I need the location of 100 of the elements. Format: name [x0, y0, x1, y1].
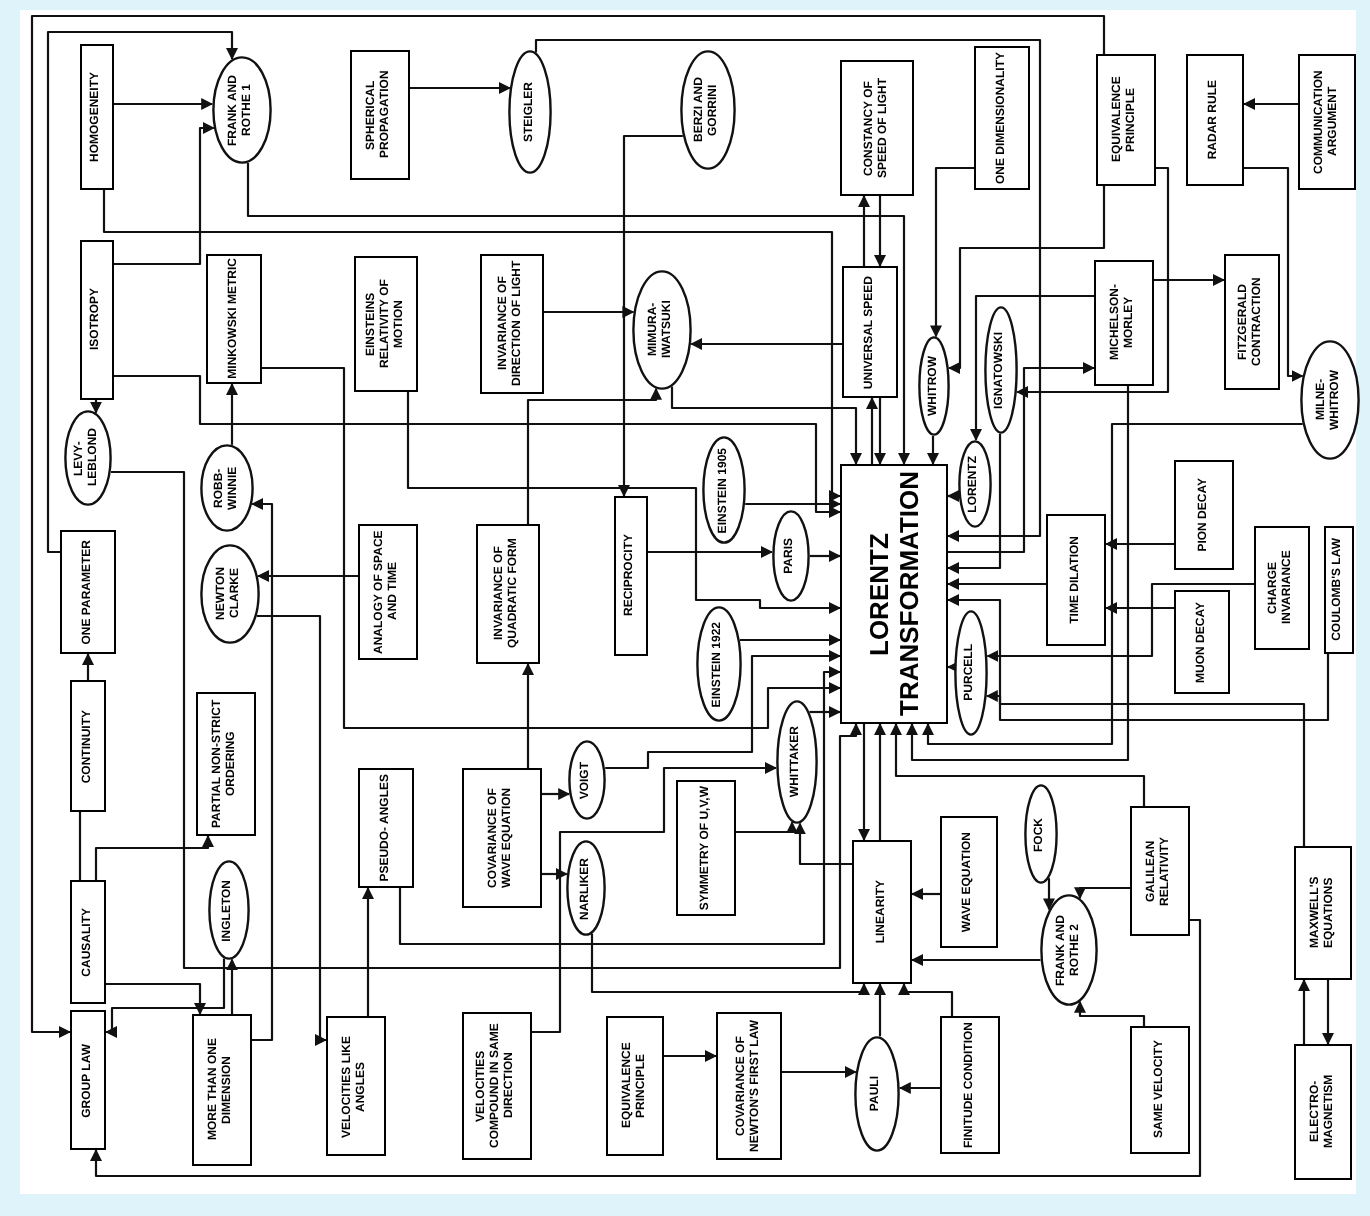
concept-box — [940, 1016, 1000, 1154]
concept-ellipse — [772, 510, 810, 602]
concept-box — [70, 880, 106, 1004]
arrow — [362, 887, 374, 1016]
concept-box — [350, 50, 410, 180]
concept-box — [1298, 54, 1356, 190]
arrow — [406, 392, 841, 614]
concept-box — [1324, 526, 1354, 654]
arrow — [810, 550, 841, 562]
arrow — [262, 366, 841, 730]
arrow — [985, 654, 1330, 722]
concept-ellipse — [1300, 340, 1360, 460]
arrow — [858, 724, 870, 841]
concept-box — [462, 768, 542, 908]
concept-box — [1046, 514, 1106, 646]
concept-box — [358, 768, 414, 888]
arrow — [947, 578, 1046, 590]
concept-ellipse — [702, 436, 746, 544]
concept-box — [480, 254, 544, 394]
arrow — [745, 498, 841, 510]
concept-ellipse — [568, 740, 606, 820]
concept-ellipse — [508, 50, 552, 174]
concept-box — [462, 1012, 532, 1160]
arrow — [874, 723, 886, 840]
concept-box — [1224, 254, 1280, 390]
arrow — [410, 82, 511, 94]
arrow — [986, 582, 1254, 662]
concept-box — [206, 254, 262, 384]
arrow — [911, 888, 940, 900]
arrow — [740, 634, 841, 646]
concept-ellipse — [566, 840, 606, 936]
arrow — [1074, 886, 1130, 900]
arrow — [1154, 274, 1225, 286]
arrow — [94, 835, 214, 880]
arrow — [105, 958, 226, 1038]
arrow — [590, 933, 870, 995]
concept-box — [476, 524, 540, 664]
arrow — [664, 1050, 717, 1062]
concept-box — [840, 60, 914, 196]
arrow — [251, 498, 274, 1042]
arrow — [648, 546, 773, 558]
arrow — [1105, 602, 1174, 614]
arrow — [1298, 979, 1310, 1044]
concept-box — [974, 46, 1030, 190]
concept-box — [354, 256, 418, 392]
concept-box — [70, 680, 106, 812]
concept-ellipse — [680, 50, 736, 170]
concept-ellipse — [200, 444, 254, 532]
concept-ellipse — [632, 270, 692, 390]
arrow — [257, 570, 358, 582]
arrow — [930, 166, 974, 338]
concept-box — [326, 1016, 386, 1156]
arrow — [106, 982, 206, 1015]
arrow — [226, 383, 238, 445]
arrow — [534, 38, 1042, 542]
arrow — [257, 614, 327, 1046]
arrow — [906, 386, 1130, 762]
arrow — [1016, 166, 1170, 398]
concept-ellipse — [200, 544, 260, 644]
arrow — [890, 723, 1146, 806]
concept-box — [676, 780, 736, 916]
arrow — [1105, 538, 1174, 550]
arrow — [526, 387, 662, 524]
concept-box — [852, 840, 912, 984]
concept-box — [1294, 846, 1352, 980]
concept-box — [940, 816, 998, 948]
arrow — [948, 362, 1095, 554]
concept-ellipse — [954, 610, 988, 736]
concept-box — [1130, 1026, 1190, 1154]
concept-ellipse — [212, 56, 272, 164]
arrow — [542, 788, 571, 800]
arrow — [532, 762, 777, 1034]
arrow — [82, 653, 94, 680]
concept-ellipse — [1024, 784, 1058, 884]
arrow — [858, 195, 870, 266]
node-label: LORENTZ TRANSFORMATION — [864, 469, 924, 720]
arrow — [690, 338, 842, 350]
concept-box — [716, 1012, 782, 1160]
arrow — [794, 822, 852, 866]
arrow — [947, 661, 959, 673]
arrow — [736, 821, 798, 834]
arrow — [922, 422, 1303, 746]
concept-ellipse — [1040, 894, 1098, 1006]
concept-ellipse — [64, 410, 112, 506]
concept-ellipse — [776, 700, 818, 824]
arrow — [898, 1082, 940, 1094]
arrow — [30, 14, 1106, 1038]
arrow — [947, 433, 1002, 574]
concept-box — [1094, 260, 1154, 386]
arrow — [90, 400, 102, 414]
concept-box — [80, 44, 114, 190]
arrow — [947, 594, 1306, 846]
arrow — [927, 436, 939, 465]
concept-box — [842, 266, 898, 398]
arrow — [398, 666, 841, 946]
arrow — [970, 294, 1094, 441]
concept-box — [1254, 526, 1310, 650]
concept-ellipse — [918, 336, 950, 436]
concept-box — [1174, 460, 1234, 570]
arrow — [874, 983, 886, 1037]
